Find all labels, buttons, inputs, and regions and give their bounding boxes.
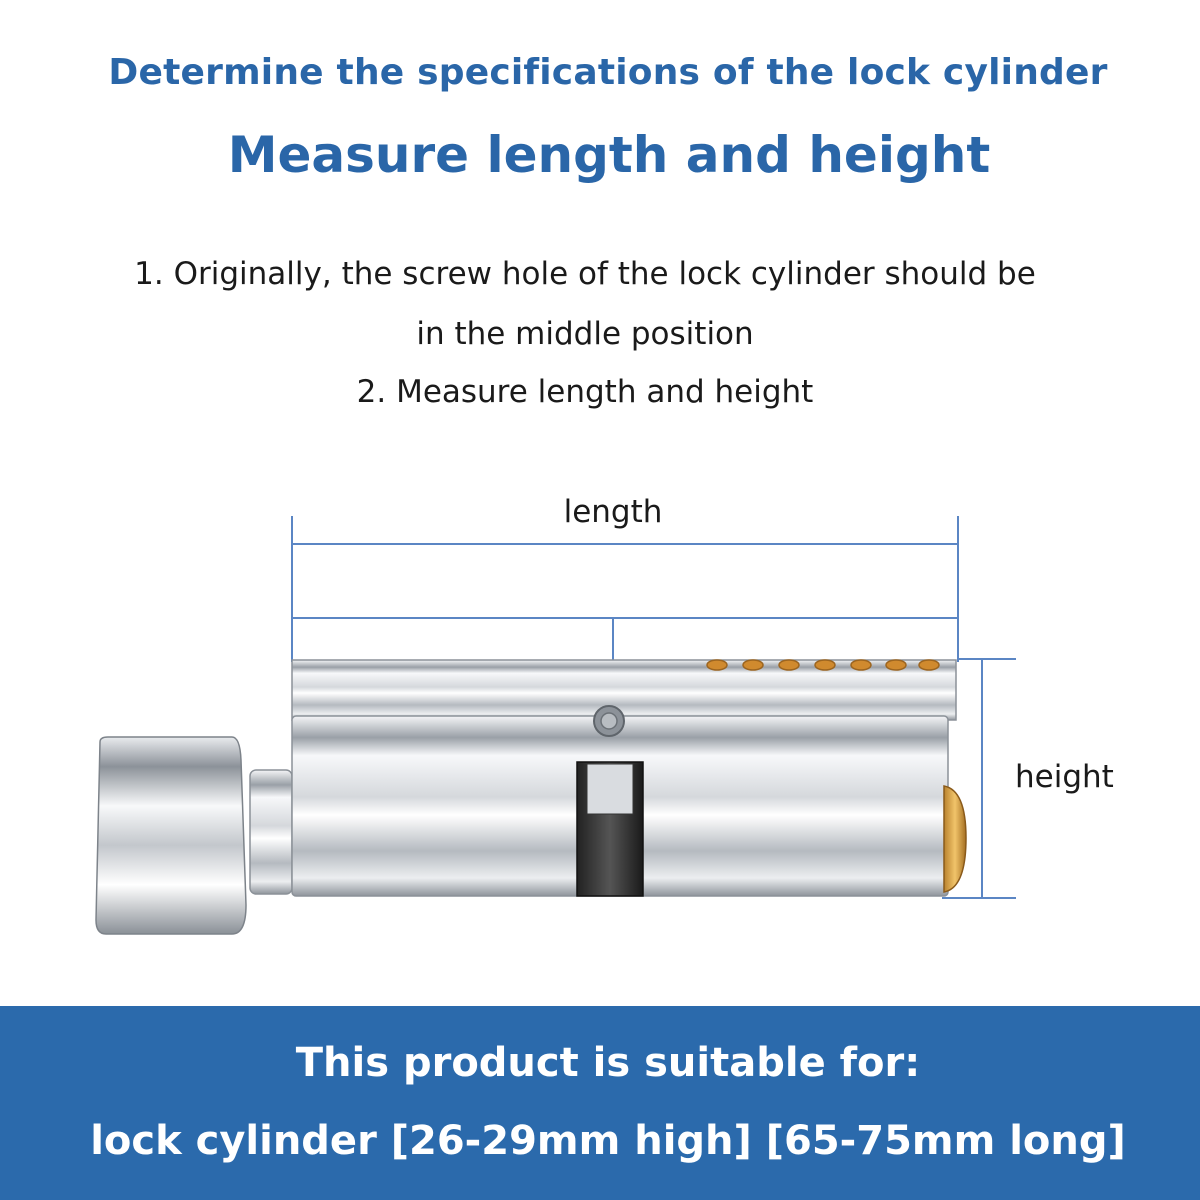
- height-label: height: [1015, 759, 1114, 795]
- instruction-step-1-continued: in the middle position: [416, 316, 754, 352]
- knob-collar: [249, 769, 293, 895]
- length-label: length: [564, 494, 663, 530]
- thumb-turn-knob: [95, 736, 247, 935]
- lock-cylinder: [95, 659, 967, 935]
- page-title: Determine the specifications of the lock…: [108, 52, 1108, 93]
- key-plug-face: [943, 785, 967, 893]
- lock-cylinder-diagram: length height: [95, 494, 1114, 935]
- cylinder-upper-body: [291, 659, 957, 721]
- compatibility-heading: This product is suitable for:: [295, 1040, 921, 1086]
- instruction-step-2: 2. Measure length and height: [356, 374, 814, 410]
- page-subtitle: Measure length and height: [227, 126, 991, 184]
- height-dimension: height: [942, 658, 1114, 899]
- pin-row: [706, 659, 940, 671]
- compatibility-banner: This product is suitable for: lock cylin…: [0, 1006, 1200, 1200]
- compatibility-spec: lock cylinder [26-29mm high] [65-75mm lo…: [90, 1118, 1126, 1164]
- instruction-step-1: 1. Originally, the screw hole of the loc…: [134, 256, 1036, 292]
